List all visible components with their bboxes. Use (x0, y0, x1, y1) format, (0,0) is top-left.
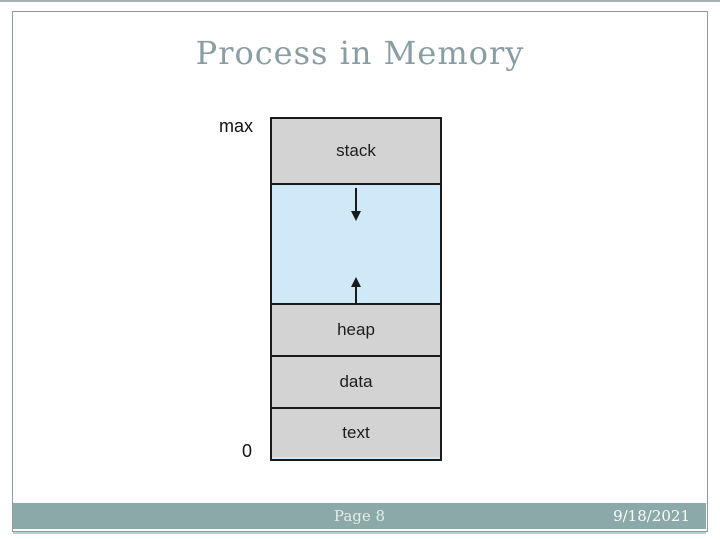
date-label: 9/18/2021 (613, 507, 690, 525)
text-label: text (342, 423, 370, 442)
memory-section-free-space (272, 185, 440, 303)
stack-growth-arrow-icon (351, 188, 361, 221)
footer-underline (13, 532, 706, 534)
page-number: Page 8 (333, 507, 386, 525)
footer-bar: Page 8 9/18/2021 (13, 503, 706, 529)
memory-section-text: text (272, 407, 440, 457)
heap-growth-arrow-icon (351, 277, 361, 303)
max-address-label: max (218, 116, 253, 136)
heap-label: heap (337, 320, 375, 339)
data-label: data (339, 372, 373, 391)
stack-label: stack (336, 141, 376, 160)
zero-address-label: 0 (241, 441, 252, 461)
memory-diagram: stack heap data text (270, 117, 442, 461)
slide-title: Process in Memory (195, 34, 525, 72)
memory-section-heap: heap (272, 303, 440, 355)
top-edge-line (0, 0, 720, 2)
memory-section-data: data (272, 355, 440, 407)
memory-section-stack: stack (272, 119, 440, 185)
